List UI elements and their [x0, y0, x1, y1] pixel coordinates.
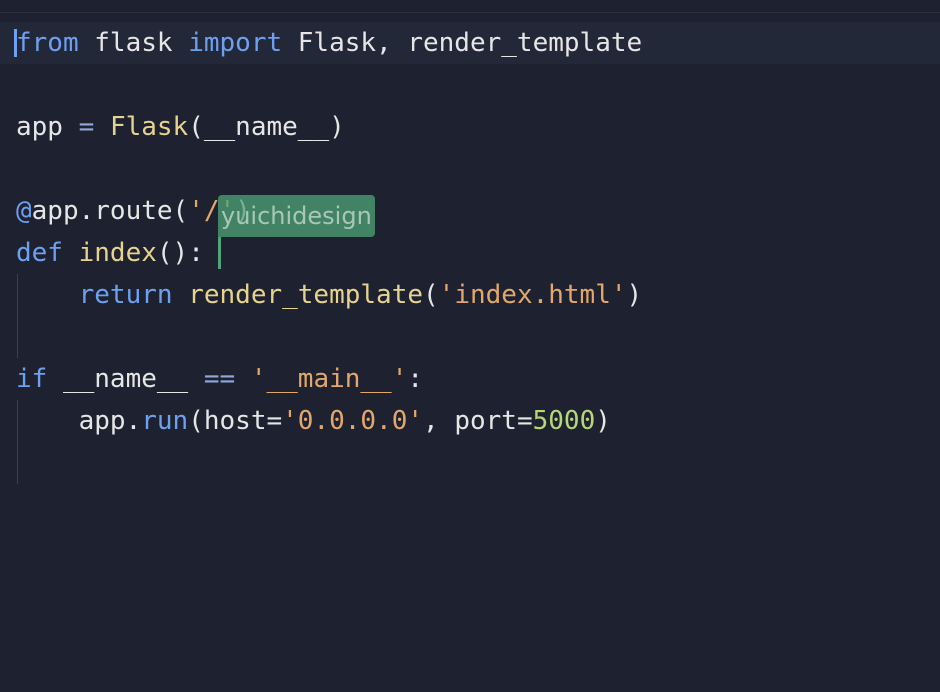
space: [173, 280, 189, 310]
decorator-call: app.route(: [31, 196, 189, 226]
code-line-1[interactable]: from flask import Flask, render_template: [16, 22, 642, 64]
code-line-10[interactable]: app.run(host='0.0.0.0', port=5000): [16, 400, 611, 442]
function-name: render_template: [188, 280, 424, 310]
indent-guide: [17, 274, 18, 358]
method-name: run: [141, 406, 189, 436]
function-name: Flask: [109, 112, 189, 142]
operator: ==: [203, 364, 236, 394]
indent: [16, 406, 79, 436]
indent-guide: [17, 400, 18, 484]
indent: [16, 280, 79, 310]
collaborator-name-label: yuichidesign: [218, 195, 375, 237]
current-line-highlight: [0, 22, 940, 64]
decorator-symbol: @: [16, 196, 32, 226]
code-line-3[interactable]: app = Flask(__name__): [16, 106, 345, 148]
code-line-7[interactable]: return render_template('index.html'): [16, 274, 643, 316]
string-literal: 'index.html': [438, 280, 627, 310]
text-cursor: [14, 29, 17, 57]
keyword: import: [188, 28, 283, 58]
editor-top-bar: [0, 0, 940, 13]
keyword: def: [16, 238, 63, 268]
keyword: from: [16, 28, 79, 58]
code-line-5[interactable]: @app.route('/'): [16, 190, 251, 232]
module-name: flask: [78, 28, 189, 58]
arguments: , port=: [423, 406, 533, 436]
number-literal: 5000: [532, 406, 596, 436]
object: app.: [78, 406, 142, 436]
space: [63, 238, 79, 268]
open-paren: (: [423, 280, 439, 310]
arguments: (__name__): [188, 112, 345, 142]
colon: :: [407, 364, 424, 394]
keyword: if: [16, 364, 48, 394]
import-names: Flask, render_template: [282, 28, 643, 58]
parameters: ():: [156, 238, 204, 268]
close-paren: ): [595, 406, 611, 436]
arguments: (host=: [188, 406, 283, 436]
keyword: return: [78, 280, 173, 310]
string-literal: '__main__': [250, 364, 408, 394]
close-paren: ): [626, 280, 643, 310]
collaborator-cursor: [218, 237, 221, 269]
code-line-6[interactable]: def index():: [16, 232, 204, 274]
function-name: index: [78, 238, 157, 268]
space: [235, 364, 251, 394]
code-line-9[interactable]: if __name__ == '__main__':: [16, 358, 423, 400]
operator: =: [62, 112, 110, 142]
dunder-name: __name__: [47, 364, 204, 394]
string-literal: '0.0.0.0': [282, 406, 424, 436]
variable: app: [16, 112, 63, 142]
